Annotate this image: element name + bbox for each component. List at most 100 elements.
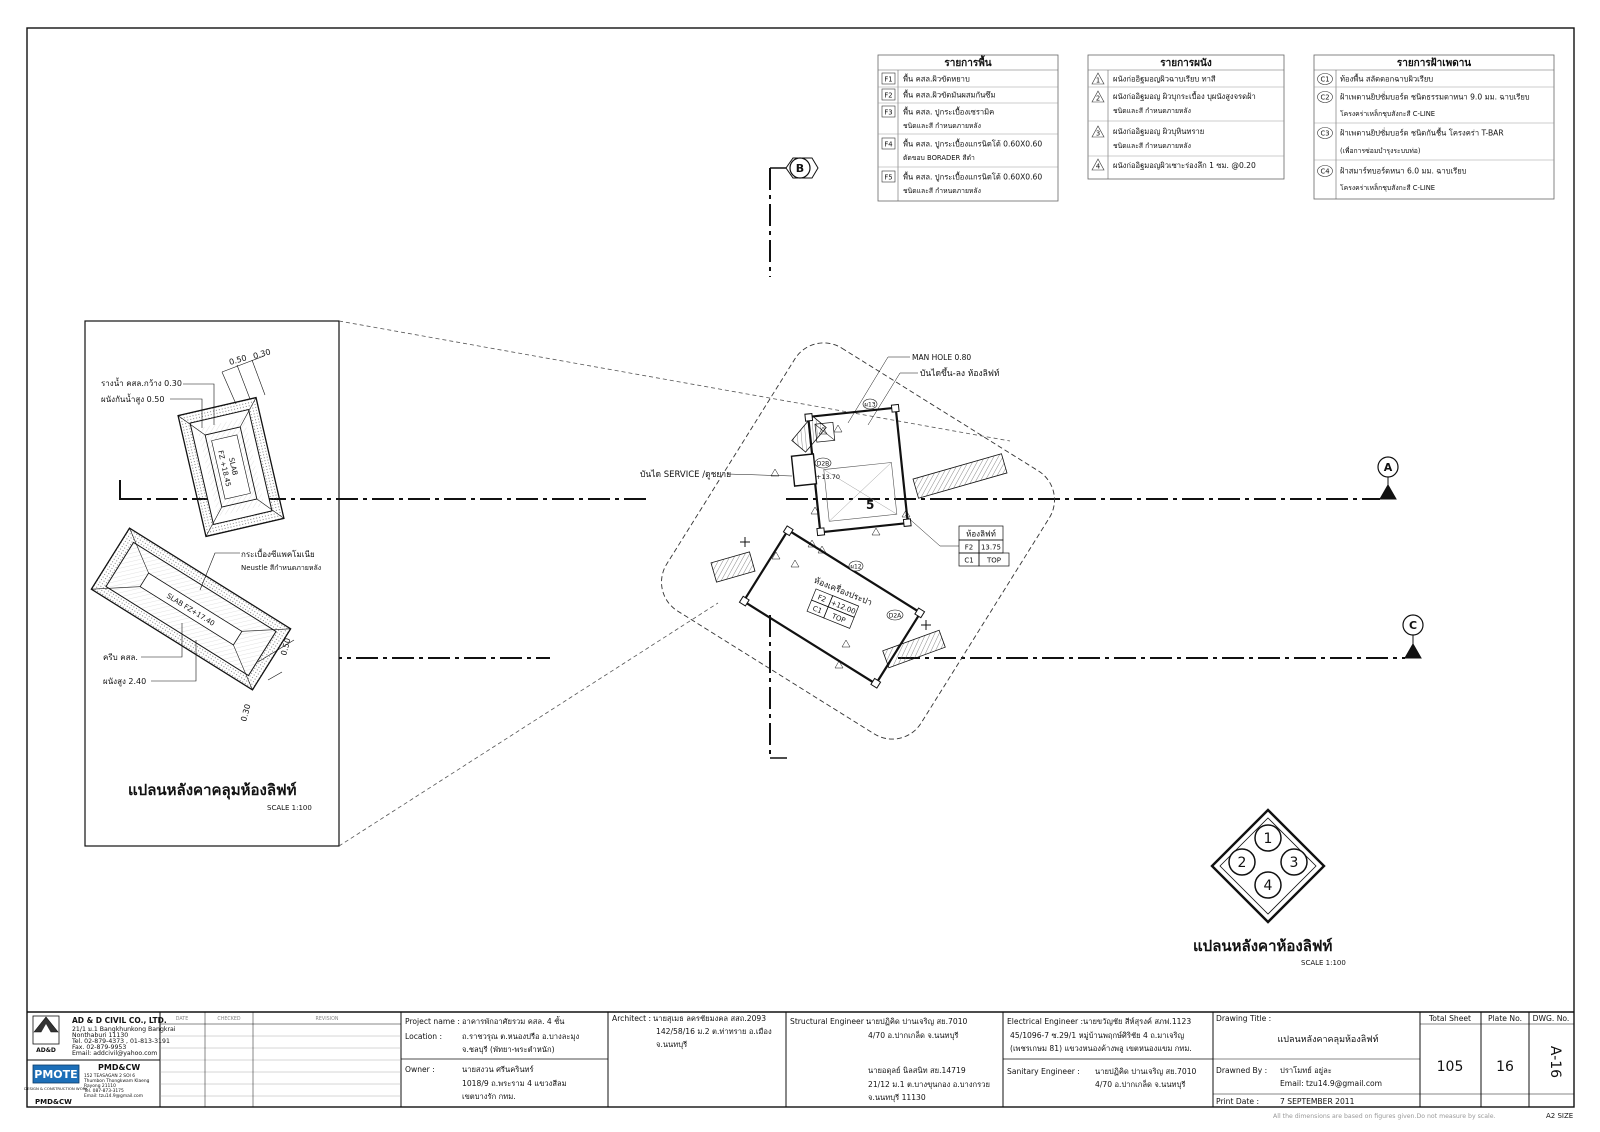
lift-room-tag: ห้องลิฟท์ F2 13.75 C1 TOP [904,514,1010,567]
svg-text:4/70 อ.ปากเกล็ด จ.นนทบุรี: 4/70 อ.ปากเกล็ด จ.นนทบุรี [1095,1079,1185,1089]
svg-text:1: 1 [1264,831,1273,847]
svg-text:Tel. 02-879-4373 , 01-813-3191: Tel. 02-879-4373 , 01-813-3191 [71,1038,170,1045]
detail-tile-label: กระเบื้องซีแพคโมเนีย [241,548,315,559]
svg-text:อาคารพักอาศัยรวม คสล. 4 ชั้น: อาคารพักอาศัยรวม คสล. 4 ชั้น [462,1016,565,1026]
key-plan: 1 2 3 4 [1210,808,1326,924]
lift-room [804,403,912,537]
svg-text:เขตบางรัก กทม.: เขตบางรัก กทม. [462,1092,516,1101]
detail-tile-label-2: Neustle สีกำหนดภายหลัง [241,564,321,572]
svg-text:C: C [1409,619,1417,632]
detail-parapet-label: ผนังกันน้ำสูง 0.50 [101,393,164,405]
svg-text:DATE: DATE [176,1016,188,1022]
legend-wall-item: 4 ผนังก่ออิฐมอญผิวเซาะร่องลึก 1 ซม. @0.2… [1091,158,1256,171]
svg-text:1: 1 [1096,77,1100,85]
svg-text:142/58/16 ม.2 ต.ท่าทราย อ.เมือ: 142/58/16 ม.2 ต.ท่าทราย อ.เมือง [656,1027,772,1036]
svg-text:4/70 อ.ปากเกล็ด จ.นนทบุรี: 4/70 อ.ปากเกล็ด จ.นนทบุรี [868,1030,958,1040]
svg-text:Electrical Engineer :: Electrical Engineer : [1007,1017,1083,1026]
svg-text:Email: tzu14.9@gmail.com: Email: tzu14.9@gmail.com [1280,1079,1382,1088]
svg-text:นายปฏิคิด ปานเจริญ สย.7010: นายปฏิคิด ปานเจริญ สย.7010 [866,1017,968,1026]
svg-text:โครงคร่าเหล็กชุบสังกะสี C-LINE: โครงคร่าเหล็กชุบสังกะสี C-LINE [1340,109,1435,118]
pmd-name: PMD&CW [98,1063,140,1072]
svg-text:F2: F2 [884,92,892,100]
title-block [27,1011,1574,1107]
plan-labels: MAN HOLE 0.80 บันไดขึ้น-ลง ห้องลิฟท์ บัน… [640,353,1000,480]
legend-ceiling: รายการฝ้าเพดาน C1 ท้องพื้น สลัดดอกฉาบผิว… [1313,54,1555,200]
service-door: D2B +13.70 [790,453,840,487]
legend-wall-item: 1 ผนังก่ออิฐมอญผิวฉาบเรียบ ทาสี [1091,72,1216,85]
svg-text:3: 3 [1290,855,1299,871]
svg-text:21/1 ม.1 Bangkhunkong Bangkrai: 21/1 ม.1 Bangkhunkong Bangkrai [72,1026,176,1033]
svg-text:พื้น คสล.ผิวขัดมันผสมกันซึม: พื้น คสล.ผิวขัดมันผสมกันซึม [903,90,995,100]
svg-text:F1: F1 [884,76,892,84]
sheet-border [26,27,1575,1108]
svg-text:2: 2 [1238,855,1247,871]
detail-annotations: 0.50 0.30 รางน้ำ คสล.กว้าง 0.30 ผนังกันน… [101,347,321,722]
plan-enclosure [661,342,1055,740]
grid-bubble-a: A [1377,456,1399,500]
svg-text:Thumbon Thongkwam Klaeng: Thumbon Thongkwam Klaeng [83,1078,150,1084]
svg-text:PMOTE: PMOTE [34,1068,77,1081]
detail-beam-label: ครีบ คสล. [103,653,138,662]
svg-text:SLAB: SLAB [227,457,239,477]
svg-text:ถ.ราชวรุณ ต.หนองปรือ อ.บางละมุ: ถ.ราชวรุณ ต.หนองปรือ อ.บางละมุง [462,1032,579,1041]
svg-text:+13.70: +13.70 [816,473,840,481]
svg-text:D2B: D2B [817,461,830,468]
svg-text:ตัดขอบ BORADER สีดำ: ตัดขอบ BORADER สีดำ [903,154,975,162]
legend-wall-item: 3 ผนังก่ออิฐมอญ ผิวบุหินทราย ชนิดและสี ก… [1091,125,1204,150]
svg-text:นายอดุลย์ นิลสนิท สย.14719: นายอดุลย์ นิลสนิท สย.14719 [868,1066,966,1075]
svg-text:4: 4 [1264,878,1273,894]
svg-text:B: B [796,162,804,175]
plate-no: 16 [1496,1059,1514,1075]
company-name: AD & D CIVIL CO., LTD. [72,1016,167,1025]
legend-ceiling-item: C4 ฝ้าสมาร์ทบอร์ดหนา 6.0 มม. ฉาบเรียบ โค… [1317,165,1467,192]
legend-wall: รายการผนัง 1 ผนังก่ออิฐมอญผิวฉาบเรียบ ทา… [1087,54,1285,180]
svg-text:AD&D: AD&D [36,1047,56,1054]
svg-text:F5: F5 [884,174,892,182]
sheet-size: A2 SIZE [1546,1112,1573,1120]
detail-title: แปลนหลังคาคลุมห้องลิฟท์ [128,781,297,800]
svg-text:DWG. No.: DWG. No. [1533,1014,1570,1023]
svg-text:C4: C4 [1320,168,1329,176]
total-sheet: 105 [1437,1059,1464,1075]
svg-text:โครงคร่าเหล็กชุบสังกะสี C-LINE: โครงคร่าเหล็กชุบสังกะสี C-LINE [1340,183,1435,192]
detail-dim-030b: 0.30 [239,703,252,723]
svg-text:ผนังก่ออิฐมอญผิวฉาบเรียบ ทาสี: ผนังก่ออิฐมอญผิวฉาบเรียบ ทาสี [1113,75,1216,84]
svg-text:13.75: 13.75 [981,544,1001,552]
svg-text:นายขวัญชัย สีห์สุรงค์ สภฟ.112: นายขวัญชัย สีห์สุรงค์ สภฟ.1123 [1083,1017,1191,1026]
svg-text:ผนังก่ออิฐมอญผิวเซาะร่องลึก 1: ผนังก่ออิฐมอญผิวเซาะร่องลึก 1 ซม. @0.20 [1113,161,1256,170]
grid-bubble-b: B [785,157,819,179]
svg-text:Location :: Location : [405,1032,442,1041]
svg-text:ปราโมทย์ อยู่ละ: ปราโมทย์ อยู่ละ [1280,1066,1332,1075]
drawing-title: แปลนหลังคาคลุมห้องลิฟท์ [1277,1033,1378,1045]
svg-text:จ.นนทบุรี: จ.นนทบุรี [656,1040,687,1049]
svg-text:ห้องลิฟท์: ห้องลิฟท์ [966,529,996,539]
svg-text:A: A [1384,461,1393,474]
company-logo: AD&D [32,1015,60,1054]
svg-text:พื้น คสล. ปูกระเบื้องแกรนิตโต้: พื้น คสล. ปูกระเบื้องแกรนิตโต้ 0.60X0.60 [903,172,1042,182]
legend-floor-item: F2 พื้น คสล.ผิวขัดมันผสมกันซึม [881,88,995,101]
plan-markers: ผ13 ผ12 D2A 5 [740,398,931,669]
manhole-label: MAN HOLE 0.80 [912,353,971,362]
svg-text:ท้องพื้น สลัดดอกฉาบผิวเรียบ: ท้องพื้น สลัดดอกฉาบผิวเรียบ [1340,74,1433,84]
svg-text:TOP: TOP [830,612,847,625]
svg-text:7 SEPTEMBER 2011: 7 SEPTEMBER 2011 [1280,1097,1355,1106]
svg-text:DESIGN & CONSTRUCTION WORK: DESIGN & CONSTRUCTION WORK [24,1086,88,1091]
legend-floor-item: F5 พื้น คสล. ปูกระเบื้องแกรนิตโต้ 0.60X0… [881,170,1042,195]
svg-text:CHECKED: CHECKED [217,1016,241,1022]
legend-floor-item: F4 พื้น คสล. ปูกระเบื้องแกรนิตโต้ 0.60X0… [881,137,1042,162]
svg-text:ฝ้าสมาร์ทบอร์ดหนา 6.0 มม. ฉาบเ: ฝ้าสมาร์ทบอร์ดหนา 6.0 มม. ฉาบเรียบ [1340,167,1467,176]
svg-text:3: 3 [1096,130,1100,138]
svg-text:C1: C1 [811,604,823,615]
svg-text:(เพื่อการซ่อมบำรุงระบบท่อ): (เพื่อการซ่อมบำรุงระบบท่อ) [1340,146,1421,155]
svg-text:Nonthaburi 11130: Nonthaburi 11130 [72,1032,128,1039]
svg-text:Rayong 21110: Rayong 21110 [84,1083,116,1089]
roof-slab-lower: SLAB FZ+17.40 [90,527,292,691]
detail-gutter-label: รางน้ำ คสล.กว้าง 0.30 [101,377,182,388]
plan-title: แปลนหลังคาห้องลิฟท์ [1193,937,1333,955]
svg-text:ฝ้าเพดานยิปซั่มบอร์ด ชนิดกันชื: ฝ้าเพดานยิปซั่มบอร์ด ชนิดกันชื้น โครงคร่… [1340,128,1504,138]
lift-stair-label: บันไดขึ้น-ลง ห้องลิฟท์ [920,367,1000,379]
svg-text:Structural Engineer :: Structural Engineer : [790,1017,869,1026]
svg-text:นายสุเมธ ลครชัยมงคล สสถ.2093: นายสุเมธ ลครชัยมงคล สสถ.2093 [653,1014,766,1023]
svg-text:ผนังก่ออิฐมอญ ผิวบุกระเบื้อง บ: ผนังก่ออิฐมอญ ผิวบุกระเบื้อง บุผนังสูงจร… [1113,91,1256,101]
